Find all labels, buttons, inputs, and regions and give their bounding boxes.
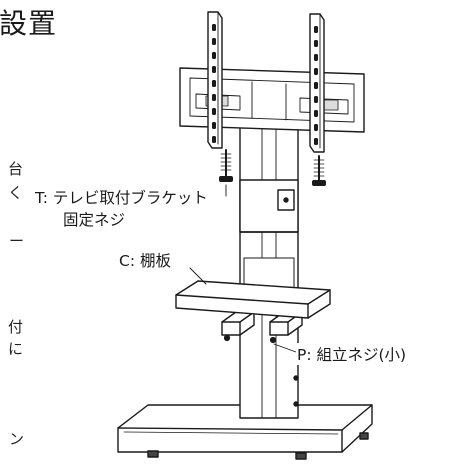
cut-text-5: に <box>8 340 24 358</box>
label-t-screw-line2: 固定ネジ <box>62 208 127 230</box>
fixing-screw-left <box>219 149 233 182</box>
vertical-arm-right <box>309 13 325 153</box>
center-pole <box>239 119 299 419</box>
cut-text-6: ン <box>9 430 25 448</box>
cut-text-1: 台 <box>8 160 24 178</box>
label-p-screw: P: 組立ネジ(小) <box>296 343 408 365</box>
vertical-arm-left <box>207 11 223 149</box>
base-plate <box>117 404 373 460</box>
shelf-board <box>175 280 331 319</box>
label-t-screw: T: テレビ取付ブラケット <box>34 186 209 208</box>
label-c-shelf: C: 棚板 <box>118 249 172 271</box>
section-heading: 設置 <box>0 7 58 40</box>
cut-text-3: ー <box>9 232 25 250</box>
leader-lines <box>189 184 297 353</box>
fixing-screw-right <box>312 155 326 186</box>
shelf-brackets <box>221 311 303 344</box>
cut-text-2: く <box>8 184 24 202</box>
cut-text-4: 付 <box>8 318 24 336</box>
